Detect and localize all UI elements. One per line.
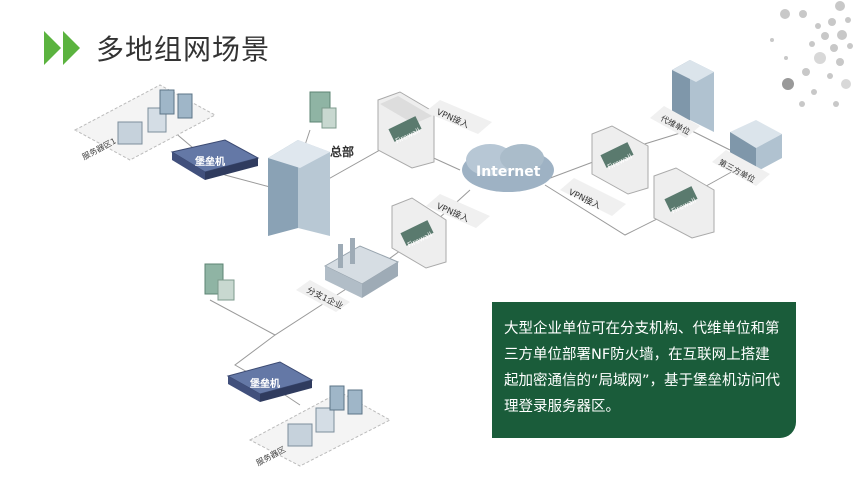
vpn-banner-3 — [560, 178, 626, 216]
vpn-banner-2 — [426, 194, 490, 228]
firewall-hq — [377, 91, 435, 169]
firewall-branch — [391, 197, 447, 269]
firewall-maint — [591, 125, 649, 195]
hq-workstation — [309, 91, 337, 129]
server-zone-2 — [248, 385, 392, 467]
bastion-host-1 — [170, 139, 260, 180]
branch-workstation — [204, 263, 235, 301]
bastion-1-label: 堡垒机 — [195, 155, 225, 168]
internet-cloud — [462, 144, 554, 192]
branch-factory — [323, 238, 400, 298]
third-building — [730, 120, 782, 172]
vpn-banner-1 — [425, 100, 492, 134]
firewall-third — [653, 167, 715, 239]
hq-label: 总部 — [330, 144, 354, 159]
title-bar: 多地组网场景 — [44, 28, 270, 68]
decorative-dots — [770, 1, 853, 107]
bastion-host-2 — [226, 361, 314, 402]
chevron-icon — [44, 31, 61, 65]
maint-label-banner — [650, 106, 700, 138]
server-zone-1 — [73, 84, 217, 161]
bastion-2-label: 堡垒机 — [250, 377, 280, 390]
hq-building — [268, 140, 330, 236]
page-title: 多地组网场景 — [96, 33, 271, 66]
branch-label-banner — [296, 280, 350, 312]
third-label-banner — [712, 150, 770, 186]
description-panel: 大型企业单位可在分支机构、代维单位和第三方单位部署NF防火墙，在互联网上搭建起加… — [492, 302, 796, 438]
chevron-icon — [63, 31, 80, 65]
maint-building — [672, 60, 714, 132]
internet-label: Internet — [476, 164, 541, 180]
